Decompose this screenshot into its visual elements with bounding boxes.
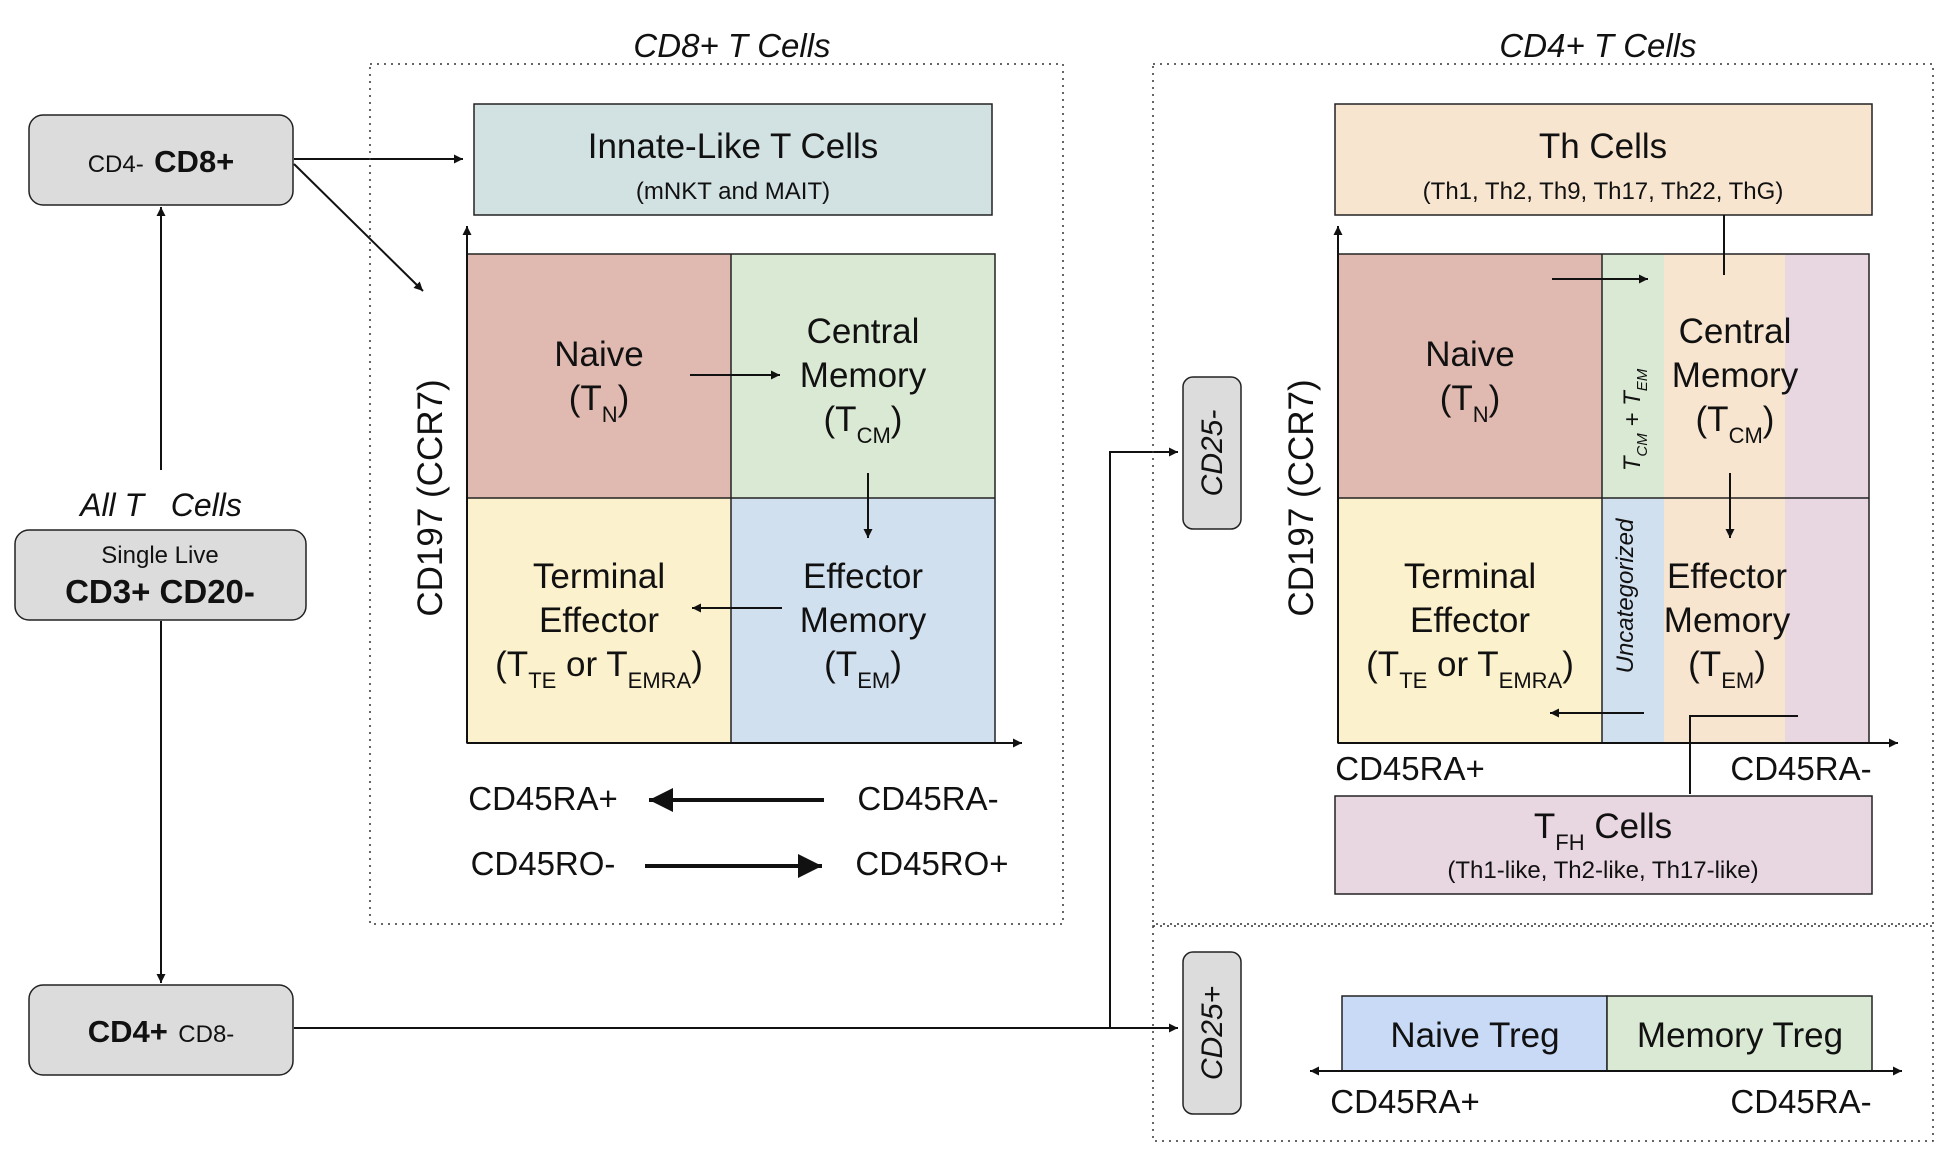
innate-box-rect (473, 103, 993, 216)
tfh-box: TFH Cells (Th1-like, Th2-like, Th17-like… (1334, 795, 1873, 895)
tfh-title: TFH Cells (1534, 807, 1672, 855)
cd4-ra-plus-label: CD45RA+ (1335, 750, 1484, 787)
cd4-em-line2: Memory (1664, 601, 1791, 640)
cd8-node-main: CD8+ (154, 144, 234, 179)
cd4-node-box (28, 984, 294, 1076)
cd8-te-line2: Effector (539, 601, 659, 640)
all-t-node-line1: Single Live (101, 542, 218, 569)
cd4-naive-cell (1338, 254, 1602, 498)
innate-box: Innate-Like T Cells (mNKT and MAIT) (473, 103, 993, 216)
cd4-cm-abbr: (TCM) (1696, 400, 1775, 448)
cd8-cm-line1: Central (807, 312, 920, 351)
all-t-node: Single Live CD3+ CD20- (14, 529, 307, 621)
arrow-cd8-to-quadrants (293, 163, 424, 292)
cd25-plus-badge: CD25+ (1182, 951, 1242, 1115)
treg-ra-minus-label: CD45RA- (1730, 1083, 1871, 1120)
cd4-node: CD4+ CD8- (28, 984, 294, 1076)
cd8-cm-line2: Memory (800, 356, 927, 395)
innate-title: Innate-Like T Cells (588, 127, 879, 166)
cd25-minus-box (1182, 376, 1242, 530)
cd25-minus-label: CD25- (1196, 410, 1229, 497)
cd8-te-abbr: (TTE or TEMRA) (495, 645, 703, 693)
th-box-rect (1334, 103, 1873, 216)
cd4-cm-line2: Memory (1672, 356, 1799, 395)
cd8-panel-title: CD8+ T Cells (633, 27, 830, 64)
cd8-legend-ro-minus: CD45RO- (471, 845, 616, 882)
cd4-quadrants (1337, 253, 1870, 744)
cd4-uncategorized-label: Uncategorized (1612, 518, 1639, 673)
cd4-naive-title: Naive (1425, 335, 1514, 374)
treg-bar: Naive Treg Memory Treg (1341, 995, 1873, 1072)
cd8-te-cell (467, 498, 731, 743)
cd8-em-abbr: (TEM) (824, 645, 902, 693)
cd4-y-axis-label: CD197 (CCR7) (1282, 379, 1321, 616)
cd4-tcm-tem-strip (1602, 254, 1664, 498)
cd8-legend-ra-minus: CD45RA- (857, 780, 998, 817)
all-t-cells-label: All T Cells (78, 487, 242, 523)
memory-treg-box (1606, 995, 1873, 1072)
cd8-node-box (28, 114, 294, 206)
cd4-tfh-connector (1689, 715, 1798, 794)
th-subtitle: (Th1, Th2, Th9, Th17, Th22, ThG) (1423, 178, 1784, 205)
cd8-naive-cell (467, 254, 731, 498)
cd4-te-cell (1338, 498, 1602, 743)
cd8-naive-title: Naive (554, 335, 643, 374)
cd8-em-line2: Memory (800, 601, 927, 640)
cd4-node-label: CD4+ CD8- (88, 1014, 235, 1049)
cd4-tcm-tem-label: TCM + TEM (1619, 368, 1651, 471)
cd4-em-abbr: (TEM) (1688, 645, 1766, 693)
arrow-cd4-to-cd25-minus (294, 447, 1178, 1029)
cd8-cm-abbr: (TCM) (824, 400, 903, 448)
cd4-panel-title: CD4+ T Cells (1499, 27, 1696, 64)
all-t-node-box (14, 529, 307, 621)
cd4-te-line2: Effector (1410, 601, 1530, 640)
cd8-node-label: CD4- CD8+ (88, 144, 235, 179)
cd8-te-line1: Terminal (533, 557, 665, 596)
cd8-legend-ro-plus: CD45RO+ (855, 845, 1008, 882)
cd4-te-abbr: (TTE or TEMRA) (1366, 645, 1574, 693)
cd25-plus-box (1182, 951, 1242, 1115)
cd4-naive-abbr: (TN) (1440, 379, 1501, 427)
memory-treg-label: Memory Treg (1637, 1016, 1843, 1055)
naive-treg-box (1341, 995, 1608, 1072)
cd4-cm-line1: Central (1679, 312, 1792, 351)
cd4-node-main: CD4+ (88, 1014, 168, 1049)
cd4-uncategorized-strip (1602, 498, 1664, 743)
cd8-node: CD4- CD8+ (28, 114, 294, 206)
tfh-box-rect (1334, 795, 1873, 895)
cd4-node-suffix: CD8- (178, 1021, 234, 1048)
cd8-panel (369, 63, 1064, 925)
cd4-ra-minus-label: CD45RA- (1730, 750, 1871, 787)
all-t-node-line2: CD3+ CD20- (65, 573, 255, 610)
cd4-te-line1: Terminal (1404, 557, 1536, 596)
cd8-naive-abbr: (TN) (569, 379, 630, 427)
cd25-plus-label: CD25+ (1196, 986, 1229, 1080)
cd8-em-cell (731, 498, 995, 743)
naive-treg-label: Naive Treg (1390, 1016, 1559, 1055)
tfh-subtitle: (Th1-like, Th2-like, Th17-like) (1447, 857, 1758, 884)
cd8-legend-ra-plus: CD45RA+ (468, 780, 617, 817)
cd8-em-line1: Effector (803, 557, 923, 596)
treg-ra-plus-label: CD45RA+ (1330, 1083, 1479, 1120)
cd25-minus-badge: CD25- (1182, 376, 1242, 530)
th-box: Th Cells (Th1, Th2, Th9, Th17, Th22, ThG… (1334, 103, 1873, 216)
cd8-quadrants (466, 253, 996, 744)
cd4-panel-outer (1152, 63, 1934, 925)
cd8-node-prefix: CD4- (88, 151, 144, 178)
innate-subtitle: (mNKT and MAIT) (636, 178, 830, 205)
th-title: Th Cells (1539, 127, 1667, 166)
cd4-em-line1: Effector (1667, 557, 1787, 596)
cd8-y-axis-label: CD197 (CCR7) (411, 379, 450, 616)
